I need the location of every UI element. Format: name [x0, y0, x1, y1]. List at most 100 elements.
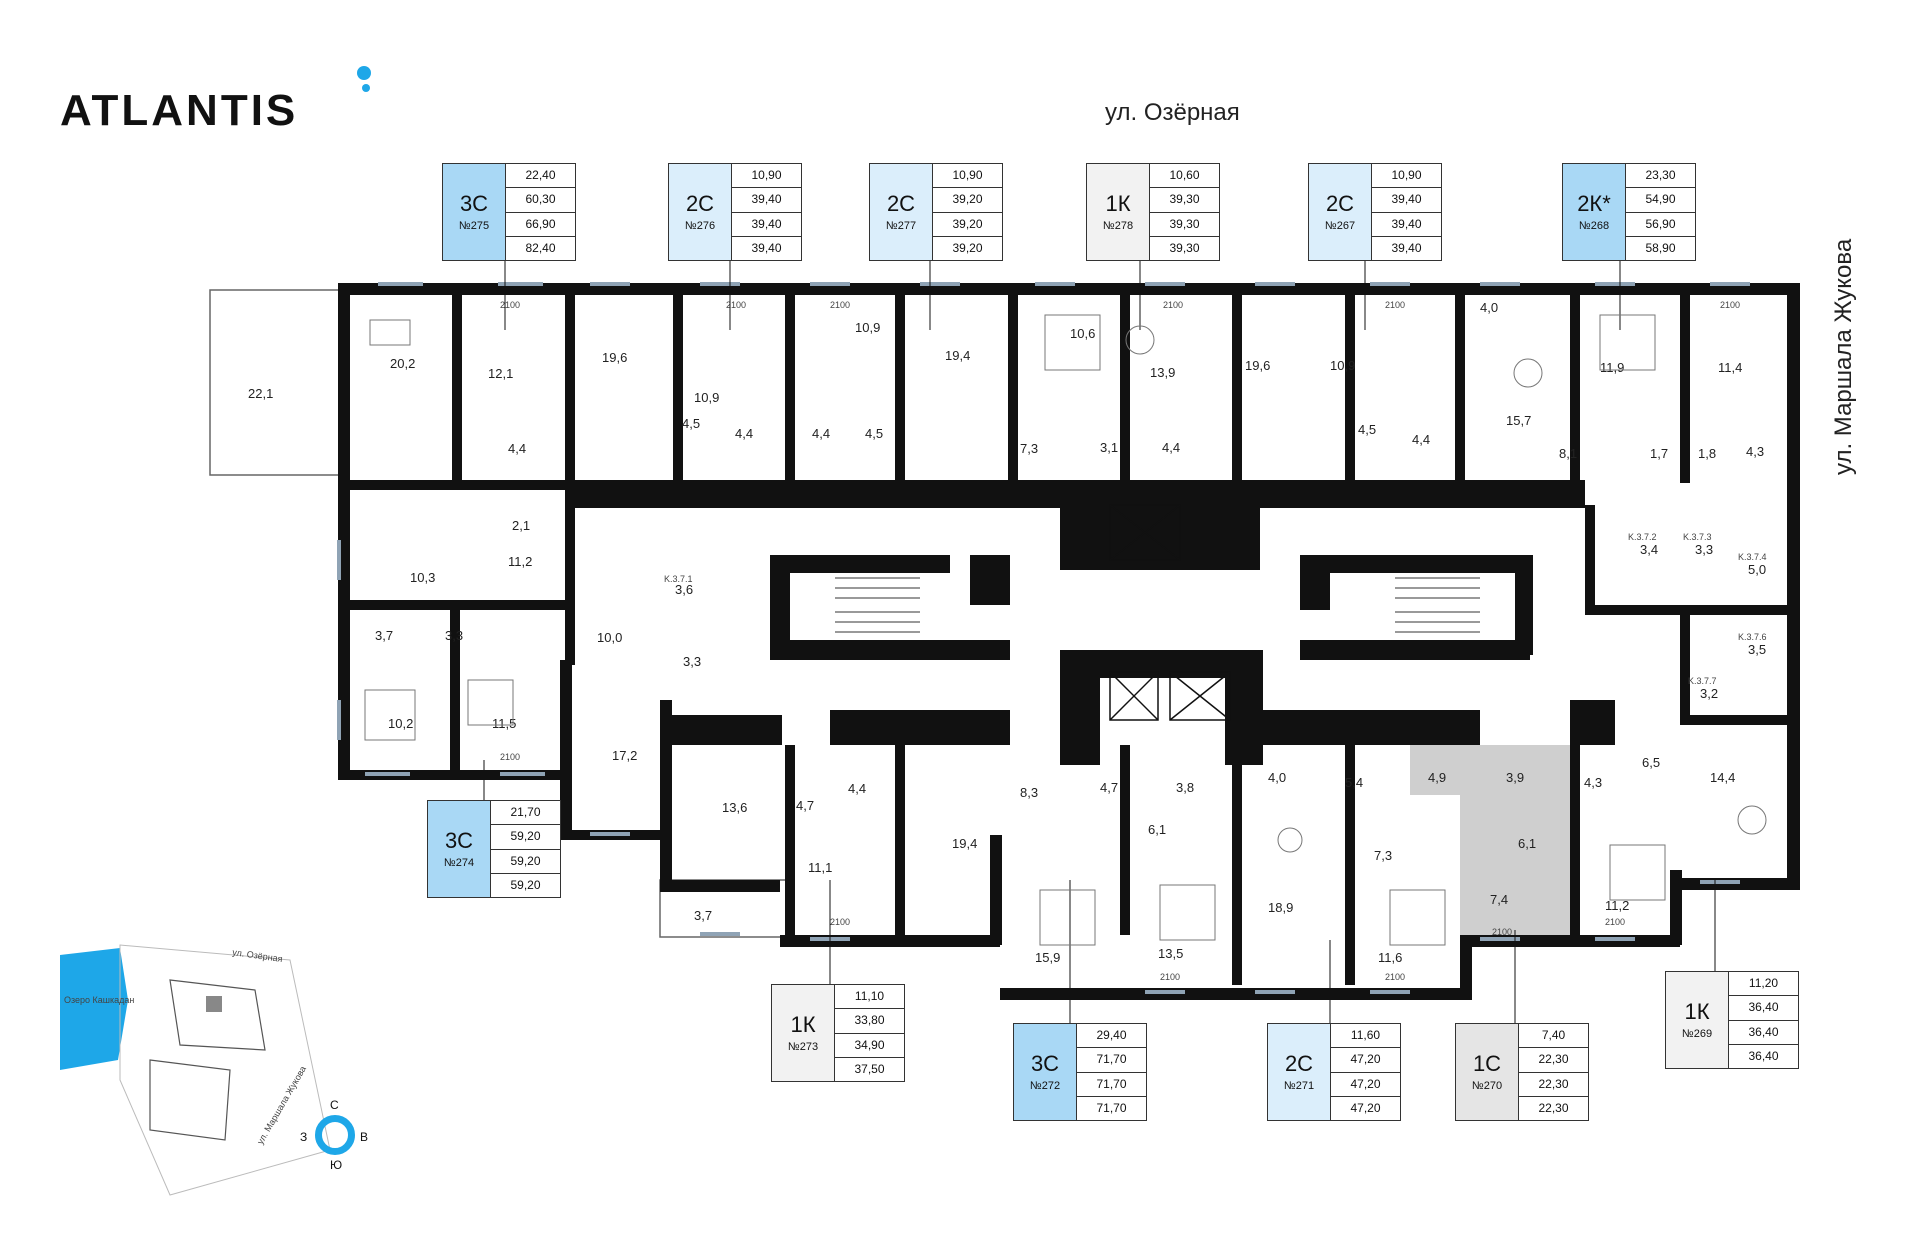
apartment-number: №273: [787, 1041, 819, 1053]
room-area: 3,5: [1748, 642, 1766, 657]
card-label: 2К*№268: [1563, 164, 1626, 260]
minimap-street-top: ул. Озёрная: [232, 947, 284, 964]
room-area: 4,7: [1100, 780, 1118, 795]
area-value: 22,30: [1519, 1048, 1588, 1073]
room-area: 13,5: [1158, 946, 1183, 961]
balcony-outline: [209, 289, 343, 476]
apartment-type: 3С: [1030, 1051, 1060, 1076]
apartment-type: 2С: [1325, 191, 1355, 216]
site-boundary: [119, 944, 331, 1196]
area-value: 36,40: [1729, 996, 1798, 1021]
area-value: 22,40: [506, 164, 575, 189]
area-value: 82,40: [525, 240, 556, 255]
area-value: 39,40: [1372, 213, 1441, 237]
compass-east: В: [360, 1130, 369, 1144]
window-width: 2100: [830, 917, 850, 927]
area-value: 59,20: [510, 877, 541, 892]
area-value: 59,20: [491, 825, 560, 850]
furniture: [364, 314, 1767, 946]
area-value: 66,90: [506, 213, 575, 237]
room-area: 11,2: [1605, 898, 1629, 913]
room-area: 15,9: [1035, 950, 1060, 965]
room-area: 7,4: [1490, 892, 1508, 907]
apartment-number: №267: [1324, 220, 1356, 232]
window-width: 2100: [1605, 917, 1625, 927]
room-area: 1,8: [1698, 446, 1716, 461]
area-value: 47,20: [1331, 1073, 1400, 1097]
apartment-number: №272: [1029, 1080, 1061, 1092]
area-value: 10,60: [1150, 164, 1219, 189]
compass-icon: [315, 1115, 355, 1155]
area-value: 39,40: [1391, 240, 1422, 255]
stair-steps: [835, 577, 1480, 633]
apartment-type: 2С: [1284, 1051, 1314, 1076]
apartment-number: №276: [684, 220, 716, 232]
apartment-type: 3С: [459, 191, 489, 216]
apartment-number: №277: [885, 220, 917, 232]
area-value: 56,90: [1626, 213, 1695, 237]
room-area: 11,5: [492, 716, 516, 731]
area-value: 22,30: [1538, 1100, 1569, 1115]
brand-logo: ATLANTIS: [60, 86, 299, 135]
room-area: 3,7: [375, 628, 393, 643]
storage-code: K.3.7.1: [664, 574, 693, 584]
apartment-number: №274: [443, 857, 475, 869]
room-area: 5,0: [1748, 562, 1766, 577]
room-area: 8,3: [1020, 785, 1038, 800]
room-area: 11,9: [1600, 360, 1624, 375]
apartment-number: №269: [1681, 1028, 1713, 1040]
room-area: 6,1: [1148, 822, 1166, 837]
room-area: 3,3: [1695, 542, 1713, 557]
room-area: 1,7: [1650, 446, 1668, 461]
area-value: 10,90: [1372, 164, 1441, 189]
room-area: 4,5: [682, 416, 700, 431]
room-area: 5,4: [1345, 775, 1363, 790]
storage-code: K.3.7.4: [1738, 552, 1767, 562]
room-area: 4,3: [1746, 444, 1764, 459]
room-area: 3,2: [1700, 686, 1718, 701]
room-area: 3,4: [1640, 542, 1658, 557]
window-width: 2100: [1163, 300, 1183, 310]
building-highlight: [206, 996, 222, 1012]
window-width: 2100: [1492, 927, 1512, 937]
area-value: 37,50: [854, 1061, 885, 1076]
apartment-number: №278: [1102, 220, 1134, 232]
area-value: 23,30: [1626, 164, 1695, 189]
storage-code: K.3.7.6: [1738, 632, 1767, 642]
card-label: 3С №272: [1014, 1024, 1077, 1120]
area-value: 21,70: [491, 801, 560, 826]
card-label: 2С №267: [1309, 164, 1372, 260]
room-area: 10,2: [388, 716, 413, 731]
area-value: 39,30: [1150, 213, 1219, 237]
storage-code: K.3.7.7: [1688, 676, 1717, 686]
room-area: 19,6: [1245, 358, 1270, 373]
room-area: 6,5: [1642, 755, 1660, 770]
room-area: 2,1: [512, 518, 530, 533]
apartment-type: 1К: [790, 1012, 816, 1037]
window-width: 2100: [1385, 300, 1405, 310]
area-value: 39,40: [1372, 188, 1441, 213]
area-value: 36,40: [1748, 1048, 1779, 1063]
window-width: 2100: [500, 300, 520, 310]
room-area: 6,1: [1518, 836, 1536, 851]
